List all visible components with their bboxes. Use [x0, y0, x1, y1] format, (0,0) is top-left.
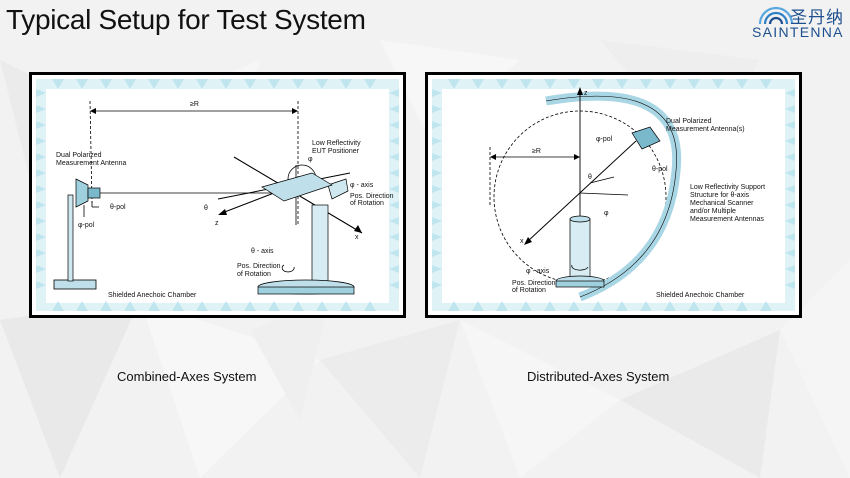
- brand-logo: 圣丹纳 SAINTENNA: [752, 2, 848, 44]
- phi-pol-label: φ-pol: [596, 136, 613, 143]
- combined-axes-caption: Combined-Axes System: [117, 369, 257, 384]
- logo-english-text: SAINTENNA: [752, 24, 844, 40]
- theta-axis-label: θ - axis: [251, 248, 274, 255]
- phi-axis-label: φ - axis: [526, 268, 550, 275]
- z-axis-label: z: [215, 220, 219, 227]
- distributed-axes-diagram: z ≥R x θ φ φ-pol θ-pol Dual Polarized Me…: [425, 72, 802, 318]
- phi-rotation-line2: of Rotation: [350, 200, 384, 207]
- signal-waves-icon: [758, 6, 794, 25]
- phi-label: φ: [604, 210, 609, 217]
- antenna-label-line2: Measurement Antenna: [56, 160, 127, 167]
- positioner-label-line2: EUT Positioner: [312, 148, 360, 155]
- theta-rotation-line2: of Rotation: [237, 271, 271, 278]
- phi-pol-label: φ-pol: [78, 222, 95, 229]
- antennas-label-line2: Measurement Antenna(s): [666, 126, 745, 133]
- distance-label: ≥R: [190, 101, 199, 108]
- theta-pol-label: θ-pol: [652, 166, 668, 173]
- support-label-line3: Mechanical Scanner: [690, 200, 754, 207]
- rotation-label-line1: Pos. Direction: [512, 280, 556, 287]
- z-axis-label: z: [584, 90, 588, 97]
- absorber-cones: [432, 79, 795, 311]
- logo-chinese-text: 圣丹纳: [790, 8, 844, 28]
- combined-axes-figure: ≥R Dual Polarized Measurement Antenna θ-…: [36, 79, 399, 311]
- positioner-label-line1: Low Reflectivity: [312, 140, 361, 147]
- support-label-line4: and/or Multiple: [690, 208, 736, 215]
- theta-label: θ: [588, 174, 592, 181]
- x-axis-label: x: [520, 238, 524, 245]
- theta-pol-label: θ-pol: [110, 204, 126, 211]
- combined-axes-diagram: ≥R Dual Polarized Measurement Antenna θ-…: [29, 72, 406, 318]
- chamber-label: Shielded Anechoic Chamber: [656, 292, 745, 299]
- antennas-label-line1: Dual Polarized: [666, 118, 712, 125]
- antenna-label-line1: Dual Polarized: [56, 152, 102, 159]
- page-title: Typical Setup for Test System: [6, 4, 366, 35]
- phi-label: φ: [308, 156, 313, 163]
- absorber-cones: [36, 79, 399, 311]
- theta-label: θ: [204, 205, 208, 212]
- phi-axis-label: φ - axis: [350, 182, 374, 189]
- x-axis-label: x: [355, 234, 359, 241]
- support-label-line2: Structure for θ-axis: [690, 192, 750, 199]
- support-label-line5: Measurement Antennas: [690, 216, 764, 223]
- eut-positioner: [257, 172, 355, 295]
- distributed-axes-caption: Distributed-Axes System: [527, 369, 670, 384]
- theta-rotation-line1: Pos. Direction: [237, 263, 281, 270]
- distributed-axes-figure: z ≥R x θ φ φ-pol θ-pol Dual Polarized Me…: [432, 79, 795, 311]
- measurement-antenna: [631, 126, 661, 150]
- distance-label: ≥R: [532, 148, 541, 155]
- chamber-label: Shielded Anechoic Chamber: [108, 292, 197, 299]
- phi-rotation-line1: Pos. Direction: [350, 193, 394, 200]
- antenna-stand: [53, 178, 101, 290]
- eut-pedestal: [555, 215, 605, 288]
- rotation-label-line2: of Rotation: [512, 287, 546, 294]
- support-label-line1: Low Reflectivity Support: [690, 184, 765, 191]
